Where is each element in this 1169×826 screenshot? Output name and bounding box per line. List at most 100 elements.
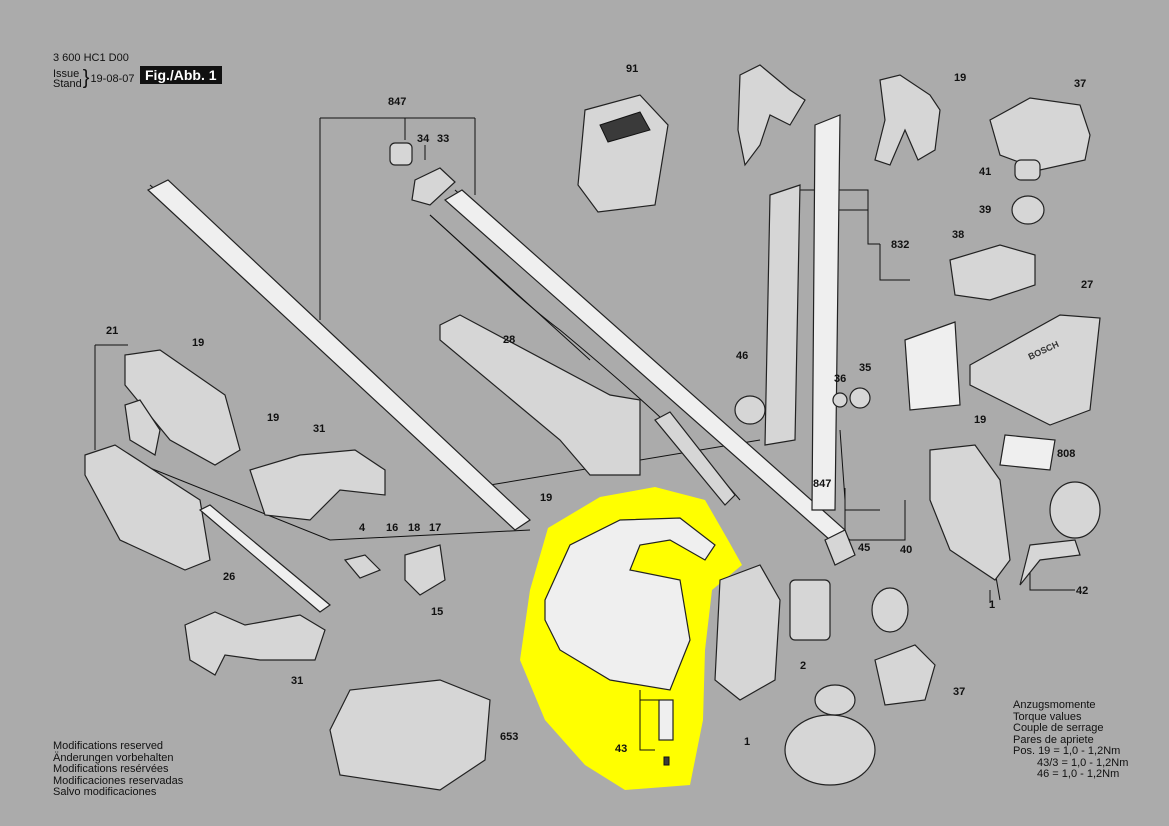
- part-43-screw: [663, 756, 670, 766]
- flex-shaft-spring: [654, 411, 736, 506]
- label-4: 4: [359, 522, 366, 534]
- label-36: 36: [834, 373, 846, 385]
- label-28: 28: [503, 334, 515, 346]
- label-37: 37: [953, 686, 965, 698]
- part-spool-head: [784, 714, 876, 786]
- label-39: 39: [979, 204, 991, 216]
- part-labels: 91 847 34 33 19 37 41 39 832 38 27 28 21…: [106, 63, 1093, 755]
- modifications-notice: Modifications reserved Änderungen vorbeh…: [53, 740, 184, 799]
- label-45: 45: [858, 542, 870, 554]
- notice-line: Änderungen vorbehalten: [53, 751, 174, 764]
- torque-heading: Pares de apriete: [1013, 733, 1094, 746]
- notice-line: Salvo modificaciones: [53, 786, 157, 798]
- label-91: 91: [626, 63, 638, 75]
- label-41: 41: [979, 166, 991, 178]
- part-spool-gear: [814, 684, 856, 716]
- part-31-handle: [249, 449, 386, 521]
- part-43-guard: [544, 517, 716, 691]
- figure-label: Fig./Abb. 1: [140, 66, 222, 84]
- part-2-motor: [789, 579, 831, 641]
- label-40: 40: [900, 544, 912, 556]
- label-37: 37: [1074, 78, 1086, 90]
- notice-line: Modifications reserved: [53, 740, 164, 752]
- part-45: [824, 529, 856, 566]
- torque-value: 43/3 = 1,0 - 1,2Nm: [1037, 756, 1129, 769]
- label-832: 832: [891, 239, 909, 251]
- label-19: 19: [192, 337, 204, 349]
- label-847: 847: [388, 96, 406, 108]
- part-33: [411, 167, 456, 206]
- part-handle-upper-left: [737, 64, 806, 167]
- label-34: 34: [417, 133, 430, 145]
- part-15-switch: [404, 544, 446, 596]
- label-43: 43: [615, 743, 627, 755]
- label-808: 808: [1057, 448, 1075, 460]
- part-37-lower: [874, 644, 936, 706]
- part-34: [389, 142, 413, 166]
- issue-label: Issue: [53, 67, 80, 80]
- label-653: 653: [500, 731, 518, 743]
- shaft-tube-832: [811, 114, 841, 511]
- part-1-housing-right: [929, 444, 1011, 581]
- torque-value: 46 = 1,0 - 1,2Nm: [1037, 768, 1120, 780]
- notice-line: Modifications resérvées: [53, 763, 169, 775]
- part-wheel: [1049, 481, 1101, 539]
- part-41: [1014, 159, 1041, 181]
- label-31: 31: [291, 675, 303, 687]
- label-31: 31: [313, 423, 325, 435]
- part-27-cover: [969, 314, 1101, 426]
- label-21: 21: [106, 325, 118, 337]
- label-847: 847: [813, 478, 831, 490]
- label-33: 33: [437, 133, 449, 145]
- part-switch-holder: [124, 399, 161, 456]
- label-2: 2: [800, 660, 806, 672]
- label-19: 19: [540, 492, 552, 504]
- label-19: 19: [974, 414, 986, 426]
- part-cover-sleeve: [904, 321, 961, 411]
- shaft-tube-lower: [146, 179, 531, 531]
- issue-date: 19-08-07: [90, 72, 135, 85]
- torque-heading: Anzugsmomente: [1013, 699, 1096, 711]
- part-46-bracket: [734, 395, 766, 425]
- label-46: 46: [736, 350, 748, 362]
- label-27: 27: [1081, 279, 1093, 291]
- label-42: 42: [1076, 585, 1088, 597]
- part-handle-upper-right: [874, 74, 941, 166]
- doc-number: 3 600 HC1 D00: [53, 52, 129, 64]
- label-19: 19: [267, 412, 279, 424]
- notice-line: Modificaciones reservadas: [53, 774, 184, 787]
- part-1-motor-housing: [714, 564, 781, 701]
- part-handle-rail: [764, 184, 801, 446]
- part-31-loop-grip: [184, 611, 326, 676]
- label-1: 1: [744, 736, 750, 748]
- part-21-housing: [124, 349, 241, 466]
- label-16: 16: [386, 522, 398, 534]
- part-42-arm: [1019, 539, 1081, 586]
- part-26-rod: [198, 504, 331, 613]
- part-653-charger: [329, 679, 491, 791]
- part-39: [1011, 195, 1045, 225]
- torque-value: Pos. 19 = 1,0 - 1,2Nm: [1013, 745, 1121, 757]
- part-808-label: [999, 434, 1056, 471]
- label-18: 18: [408, 522, 420, 534]
- torque-heading: Couple de serrage: [1013, 722, 1104, 734]
- label-15: 15: [431, 606, 443, 618]
- label-35: 35: [859, 362, 871, 374]
- part-grip-cover: [84, 444, 211, 571]
- torque-values: Anzugsmomente Torque values Couple de se…: [1013, 699, 1129, 781]
- part-43-blade: [658, 699, 674, 741]
- label-19: 19: [954, 72, 966, 84]
- part-40: [871, 587, 909, 633]
- document-header: 3 600 HC1 D00 Issue Stand } 19-08-07: [53, 52, 135, 90]
- part-38: [949, 244, 1036, 301]
- part-37-clamp: [989, 97, 1091, 171]
- part-4: [343, 554, 382, 579]
- label-17: 17: [429, 522, 441, 534]
- label-38: 38: [952, 229, 964, 241]
- part-91-battery: [577, 94, 669, 213]
- label-26: 26: [223, 571, 235, 583]
- torque-heading: Torque values: [1013, 710, 1082, 723]
- part-28-grip: [439, 314, 641, 476]
- label-1: 1: [989, 599, 995, 611]
